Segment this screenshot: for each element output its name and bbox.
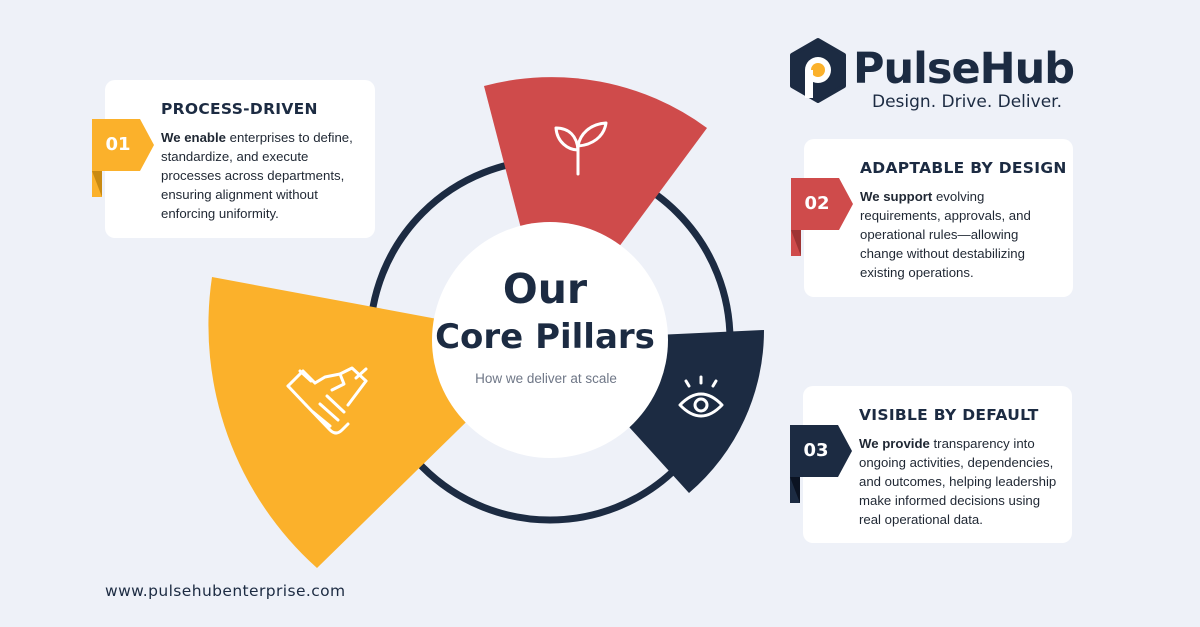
brand-tagline: Design. Drive. Deliver.: [872, 92, 1062, 112]
brand-name: PulseHub: [853, 44, 1075, 94]
website-url: www.pulsehubenterprise.com: [105, 582, 346, 600]
pillar-title: VISIBLE BY DEFAULT: [859, 406, 1039, 424]
pulsehub-logo-mark: [790, 38, 846, 103]
pillar-description: We support evolving requirements, approv…: [860, 187, 1059, 282]
sprout-icon: [554, 121, 608, 176]
pillar-description: We enable enterprises to define, standar…: [161, 128, 361, 223]
center-title-line1: Our: [503, 265, 588, 313]
pillar-title: PROCESS-DRIVEN: [161, 100, 318, 118]
pillar-card-visible: VISIBLE BY DEFAULT We provide transparen…: [803, 386, 1072, 543]
pillar-body: enterprises to define, standardize, and …: [161, 130, 353, 221]
pillar-lead: We enable: [161, 130, 226, 145]
pillar-body: transparency into ongoing activities, de…: [859, 436, 1057, 527]
pillar-card-process: PROCESS-DRIVEN We enable enterprises to …: [105, 80, 375, 238]
pillar-number: 03: [803, 440, 829, 461]
pillar-number-badge: 01: [92, 119, 154, 197]
eye-icon: [678, 375, 724, 418]
pillar-number: 02: [804, 193, 830, 214]
center-disk: [432, 222, 668, 458]
pillar-description: We provide transparency into ongoing act…: [859, 434, 1058, 529]
center-subtitle: How we deliver at scale: [475, 371, 617, 386]
pillar-number-badge: 03: [790, 425, 852, 503]
pillar-number: 01: [105, 134, 131, 155]
pillar-title: ADAPTABLE BY DESIGN: [860, 159, 1067, 177]
pillar-lead: We support: [860, 189, 933, 204]
handshake-icon: [286, 366, 368, 435]
pillar-lead: We provide: [859, 436, 930, 451]
pillar-card-adaptable: ADAPTABLE BY DESIGN We support evolving …: [804, 139, 1073, 297]
pillar-body: evolving requirements, approvals, and op…: [860, 189, 1031, 280]
center-title-line2: Core Pillars: [435, 317, 655, 357]
pillar-number-badge: 02: [791, 178, 853, 256]
